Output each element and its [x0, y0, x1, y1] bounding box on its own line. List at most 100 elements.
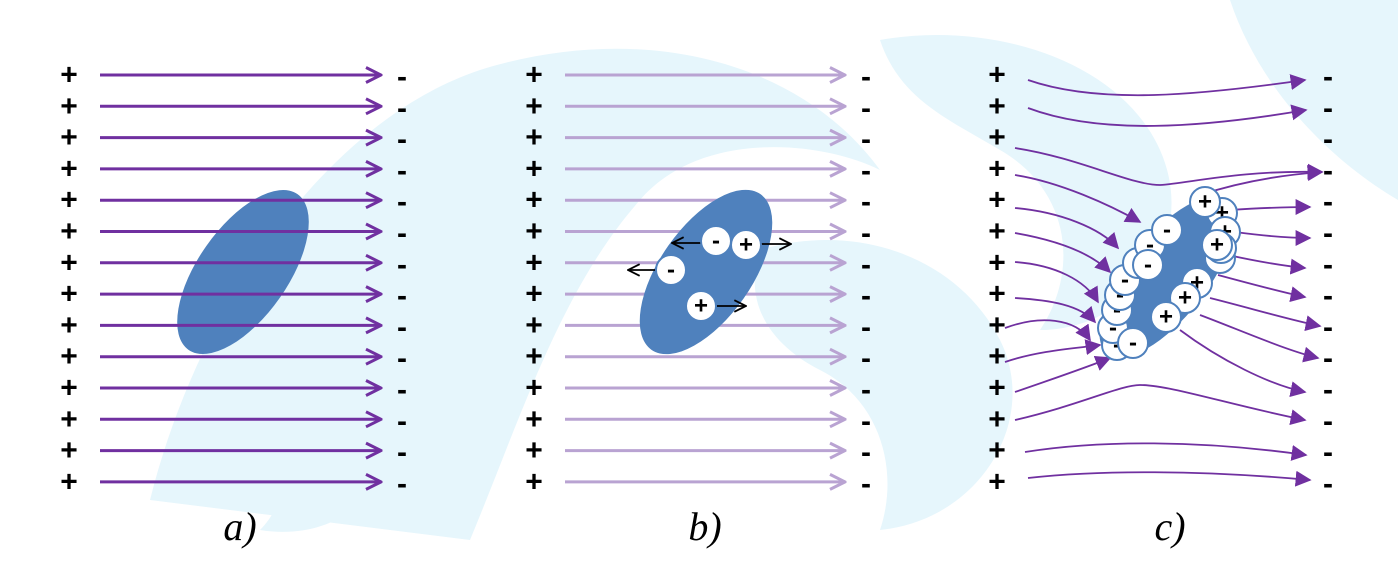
- positive-plate-sign: +: [525, 465, 543, 498]
- negative-plate-sign: -: [397, 342, 407, 375]
- svg-text:-: -: [1146, 232, 1154, 259]
- positive-plate-sign: +: [988, 340, 1006, 373]
- positive-plate-sign: +: [988, 465, 1006, 498]
- positive-plate-sign: +: [60, 403, 78, 436]
- field-line: [1014, 297, 1097, 324]
- svg-text:+: +: [1210, 232, 1224, 259]
- negative-plate-sign: -: [397, 217, 407, 250]
- negative-plate-sign: -: [397, 186, 407, 219]
- field-line: [1014, 147, 1324, 186]
- positive-plate-sign: +: [988, 90, 1006, 123]
- field-line: [1014, 232, 1112, 274]
- negative-plate-sign: -: [1323, 342, 1333, 375]
- positive-charge: +: [1189, 186, 1221, 218]
- svg-text:+: +: [1178, 285, 1192, 312]
- field-line: [1027, 104, 1308, 127]
- negative-plate-sign: -: [397, 154, 407, 187]
- positive-plate-sign: +: [988, 152, 1006, 185]
- positive-plate-sign: +: [988, 372, 1006, 405]
- svg-text:-: -: [712, 228, 720, 255]
- positive-plate-sign: +: [525, 121, 543, 154]
- negative-plate-sign: -: [397, 123, 407, 156]
- positive-plate-sign: +: [988, 403, 1006, 436]
- positive-plate-sign: +: [525, 309, 543, 342]
- panel-b: +-+-+-+-+-+-+-+-+-+-+-+-+-+--+-+b): [525, 59, 871, 550]
- negative-plate-sign: -: [397, 374, 407, 407]
- positive-plate-sign: +: [525, 215, 543, 248]
- positive-plate-sign: +: [60, 278, 78, 311]
- negative-plate-sign: -: [861, 186, 871, 219]
- negative-plate-sign: -: [861, 436, 871, 469]
- positive-plate-sign: +: [988, 309, 1006, 342]
- positive-plate-sign: +: [60, 372, 78, 405]
- positive-charge: +: [1201, 229, 1233, 261]
- field-line: [1234, 229, 1312, 246]
- negative-plate-sign: -: [861, 154, 871, 187]
- field-line: [1027, 74, 1307, 97]
- positive-plate-sign: +: [60, 152, 78, 185]
- negative-plate-sign: -: [1323, 280, 1333, 313]
- negative-plate-sign: -: [1323, 123, 1333, 156]
- field-line: [1229, 199, 1312, 216]
- positive-plate-sign: +: [60, 434, 78, 467]
- positive-plate-sign: +: [60, 59, 78, 92]
- svg-text:-: -: [1121, 267, 1129, 294]
- negative-plate-sign: -: [861, 342, 871, 375]
- positive-charge: +: [685, 290, 717, 322]
- positive-plate-sign: +: [988, 59, 1006, 92]
- field-line: [1024, 442, 1308, 461]
- panel-c: +-+-+-+-+-+-+-+-+-+-+-+-+-+-----------++…: [988, 59, 1333, 550]
- negative-plate-sign: -: [1323, 154, 1333, 187]
- negative-plate-sign: -: [397, 248, 407, 281]
- negative-plate-sign: -: [861, 217, 871, 250]
- svg-text:-: -: [1163, 217, 1171, 244]
- positive-plate-sign: +: [525, 246, 543, 279]
- negative-charge: -: [700, 225, 732, 257]
- negative-plate-sign: -: [1323, 467, 1333, 500]
- negative-plate-sign: -: [397, 436, 407, 469]
- negative-plate-sign: -: [861, 311, 871, 344]
- positive-plate-sign: +: [525, 59, 543, 92]
- svg-text:-: -: [667, 257, 675, 284]
- positive-plate-sign: +: [525, 403, 543, 436]
- negative-plate-sign: -: [861, 467, 871, 500]
- positive-plate-sign: +: [988, 434, 1006, 467]
- negative-plate-sign: -: [1323, 186, 1333, 219]
- panel-a: +-+-+-+-+-+-+-+-+-+-+-+-+-+-a): [60, 59, 407, 550]
- negative-plate-sign: -: [397, 280, 407, 313]
- dielectric-body: [1099, 196, 1235, 358]
- positive-plate-sign: +: [60, 246, 78, 279]
- field-line: [1004, 339, 1102, 363]
- positive-plate-sign: +: [60, 90, 78, 123]
- panel-caption: a): [223, 504, 256, 549]
- positive-plate-sign: +: [60, 184, 78, 217]
- positive-plate-sign: +: [988, 215, 1006, 248]
- positive-plate-sign: +: [525, 434, 543, 467]
- panel-caption: c): [1154, 504, 1185, 549]
- negative-plate-sign: -: [397, 467, 407, 500]
- positive-charge: +: [1169, 282, 1201, 314]
- positive-plate-sign: +: [525, 90, 543, 123]
- field-line: [1004, 319, 1091, 342]
- positive-plate-sign: +: [988, 278, 1006, 311]
- negative-plate-sign: -: [397, 61, 407, 94]
- negative-plate-sign: -: [861, 123, 871, 156]
- negative-plate-sign: -: [397, 92, 407, 125]
- negative-plate-sign: -: [861, 61, 871, 94]
- negative-plate-sign: -: [1323, 436, 1333, 469]
- svg-text:-: -: [1113, 332, 1121, 359]
- positive-plate-sign: +: [525, 340, 543, 373]
- positive-charge: +: [730, 229, 762, 261]
- field-line: [1227, 254, 1307, 275]
- field-line: [1179, 329, 1307, 398]
- positive-plate-sign: +: [525, 278, 543, 311]
- positive-plate-sign: +: [60, 340, 78, 373]
- negative-plate-sign: -: [1323, 405, 1333, 438]
- svg-text:+: +: [1159, 304, 1173, 331]
- svg-text:+: +: [694, 293, 708, 320]
- background-watermark: [150, 0, 1398, 540]
- negative-plate-sign: -: [861, 92, 871, 125]
- positive-plate-sign: +: [60, 121, 78, 154]
- positive-plate-sign: +: [60, 215, 78, 248]
